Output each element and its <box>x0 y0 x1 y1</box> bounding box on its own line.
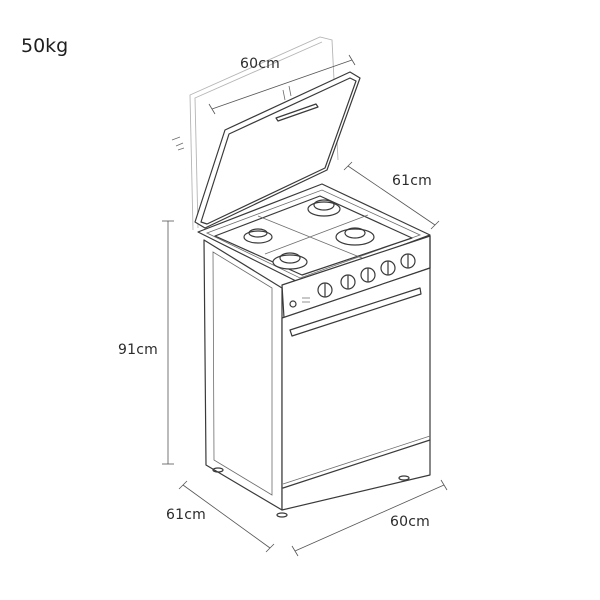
top-depth-label: 61cm <box>392 173 432 189</box>
cooktop <box>197 183 431 284</box>
burners <box>243 199 375 270</box>
base-depth-label: 61cm <box>166 507 206 523</box>
base-width-label: 60cm <box>390 514 430 530</box>
base-depth-dimension <box>178 480 275 553</box>
control-knobs <box>317 253 416 298</box>
lid-width-label: 60cm <box>240 56 280 72</box>
weight-label: 50kg <box>21 35 69 57</box>
height-label: 91cm <box>118 342 158 358</box>
glass-lid <box>194 71 361 229</box>
stove-body <box>203 235 431 518</box>
burner-front-left <box>272 252 308 270</box>
burner-front-right <box>335 227 375 246</box>
lid-width-dimension <box>208 54 356 115</box>
base-width-dimension <box>291 479 448 557</box>
burner-back-right <box>307 199 341 217</box>
height-dimension <box>162 220 174 465</box>
top-depth-dimension <box>343 161 440 230</box>
control-panel <box>281 235 431 319</box>
burner-back-left <box>243 228 273 244</box>
